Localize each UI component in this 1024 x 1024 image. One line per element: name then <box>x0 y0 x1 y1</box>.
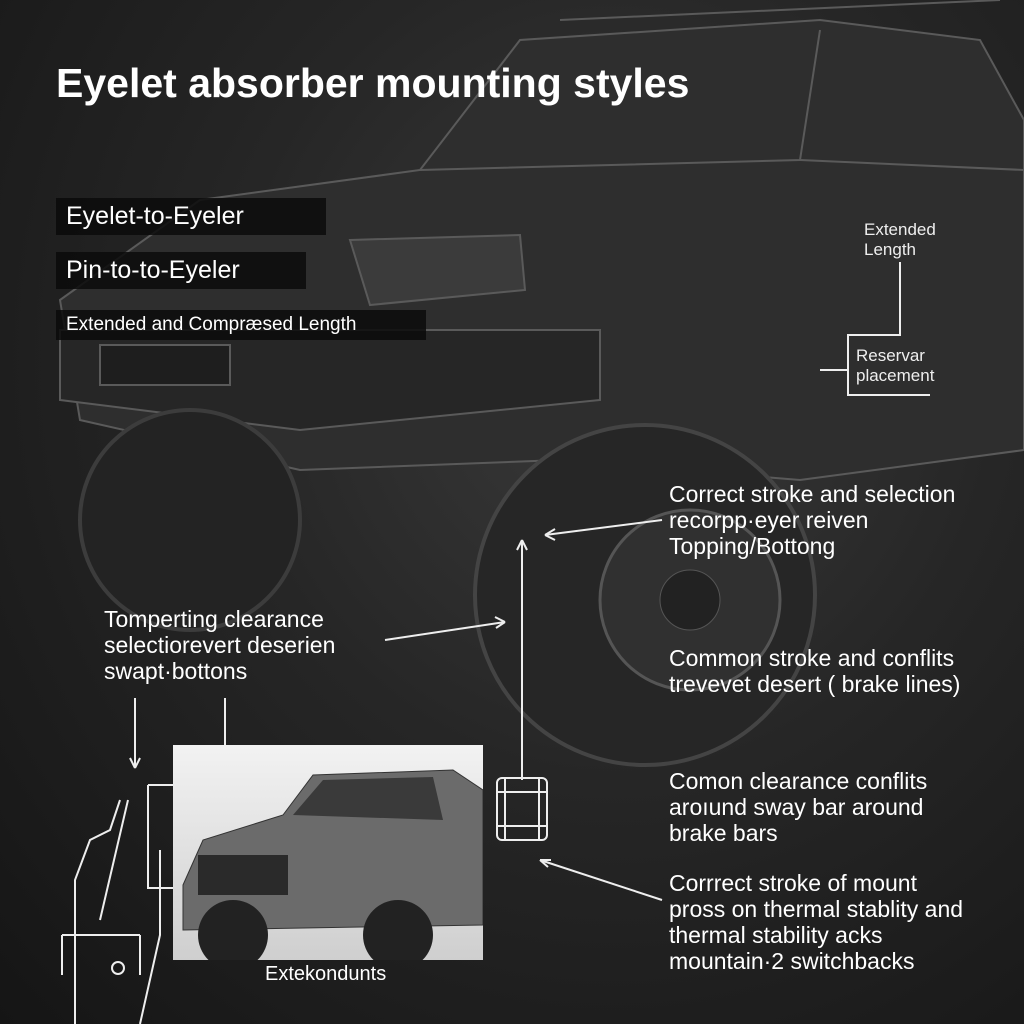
label-extended-length: Extended Length <box>864 220 936 259</box>
note-left: Tomperting clearance selectiorevert dese… <box>104 606 336 684</box>
tag-eyelet-to-eyelet: Eyelet-to-Eyeler <box>56 198 326 235</box>
tag-extended-compressed-length: Extended and Compræsed Length <box>56 310 426 340</box>
inset-truck-photo <box>173 745 483 960</box>
tag-pin-to-eyelet: Pin-to-to-Eyeler <box>56 252 306 289</box>
front-wheel-icon <box>78 408 817 767</box>
inset-caption: Extekondunts <box>265 963 387 985</box>
label-reservoir-placement: Reservar placement <box>856 346 935 385</box>
note-right-2: Common stroke and conflits trevevet dese… <box>669 645 961 697</box>
note-right-1: Correct stroke and selection recorpp·eye… <box>669 481 956 559</box>
note-right-3: Comon clearance conflits aroıund sway ba… <box>669 768 928 846</box>
note-right-4: Corrrect stroke of mount pross on therma… <box>669 870 964 974</box>
page-title: Eyelet absorber mounting styles <box>56 60 690 106</box>
